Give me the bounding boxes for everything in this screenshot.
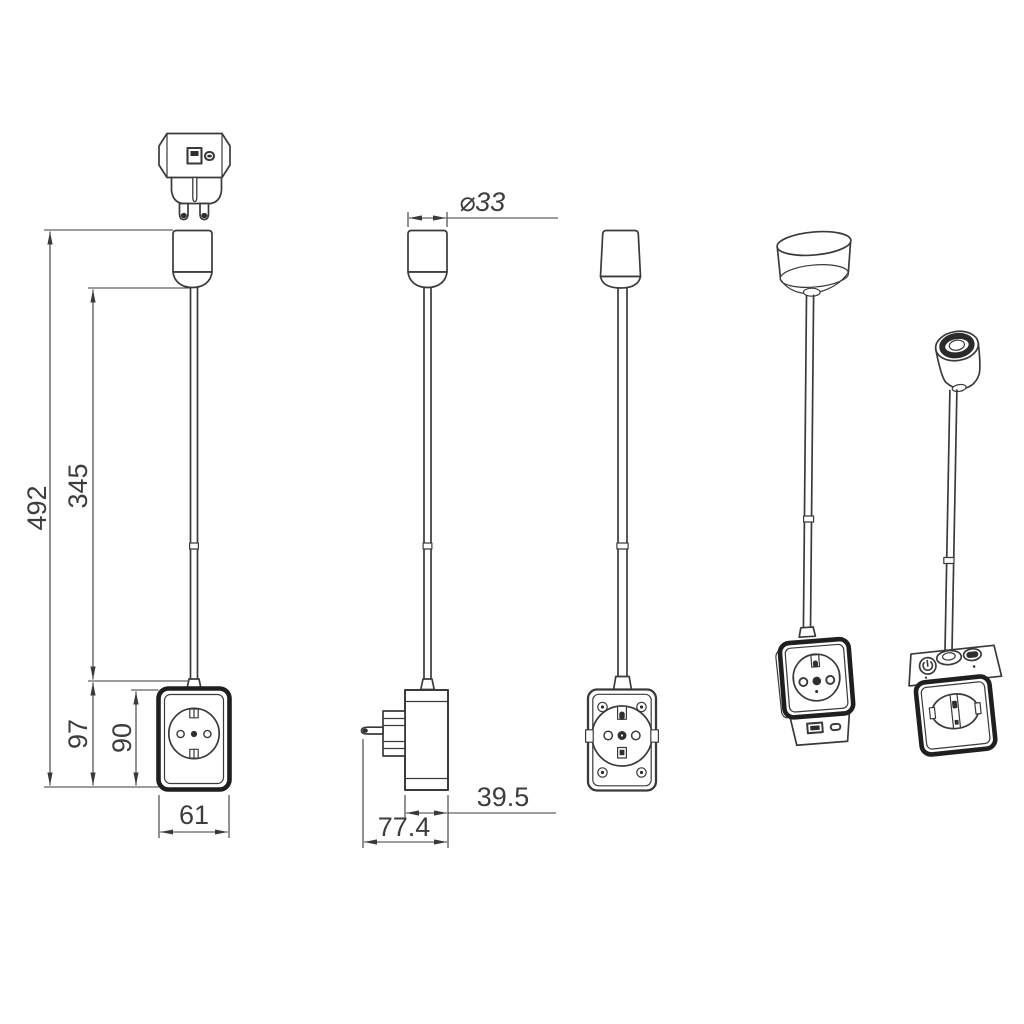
arm-mount-collar bbox=[935, 649, 963, 666]
flex-arm-side bbox=[419, 286, 436, 691]
dimension-lines bbox=[44, 212, 558, 848]
dim-base-depth-label: 39.5 bbox=[477, 782, 530, 812]
dim-arm-length-label: 345 bbox=[63, 463, 93, 508]
schuko-socket-top-perspective bbox=[928, 693, 982, 730]
dim-total-depth-label: 77.4 bbox=[378, 812, 431, 842]
wall-plug-body bbox=[382, 710, 406, 757]
view-perspective-left bbox=[775, 230, 856, 747]
flex-arm-perspective bbox=[798, 294, 817, 639]
schuko-socket-front bbox=[167, 707, 221, 760]
lens-ring bbox=[939, 332, 975, 359]
usb-c-port-icon bbox=[829, 722, 842, 732]
usb-c-port-icon bbox=[203, 150, 216, 162]
view-side bbox=[360, 229, 449, 791]
usb-charger bbox=[158, 132, 231, 221]
function-button bbox=[962, 647, 982, 668]
lamp-head-perspective bbox=[776, 230, 852, 297]
schuko-socket-perspective bbox=[792, 653, 841, 702]
power-icon bbox=[922, 659, 934, 671]
dimension-labels: 492 345 97 90 61 ⌀33 39.5 77.4 bbox=[22, 187, 529, 842]
usb-a-port-icon bbox=[806, 721, 824, 735]
view-back bbox=[584, 229, 659, 792]
base-side bbox=[360, 689, 449, 791]
dim-base-height-label: 90 bbox=[107, 723, 137, 753]
flex-arm-front bbox=[185, 286, 203, 691]
dim-base-section-height-label: 97 bbox=[63, 719, 93, 749]
corner-screw bbox=[597, 701, 647, 778]
dim-total-height-label: 492 bbox=[22, 485, 52, 530]
schuko-socket-back bbox=[584, 705, 659, 767]
plug-pin-side bbox=[360, 726, 384, 735]
base-right bbox=[908, 644, 1003, 757]
lamp-head-front bbox=[172, 229, 213, 289]
view-perspective-right bbox=[908, 330, 1003, 757]
base-back bbox=[584, 688, 659, 792]
lamp-head-back bbox=[599, 229, 642, 289]
power-button bbox=[918, 656, 937, 679]
dim-head-diameter-label: ⌀33 bbox=[459, 187, 505, 217]
dim-base-width-label: 61 bbox=[179, 800, 209, 830]
base-front bbox=[156, 686, 232, 792]
usb-a-port-icon bbox=[186, 146, 203, 165]
arm-joint bbox=[189, 542, 200, 550]
lamp-head-side bbox=[407, 229, 448, 289]
flex-arm-back bbox=[612, 287, 633, 691]
lamp-head-lens bbox=[934, 330, 981, 393]
flex-arm-right bbox=[943, 389, 958, 652]
base-perspective bbox=[775, 636, 856, 747]
view-front bbox=[156, 132, 232, 792]
